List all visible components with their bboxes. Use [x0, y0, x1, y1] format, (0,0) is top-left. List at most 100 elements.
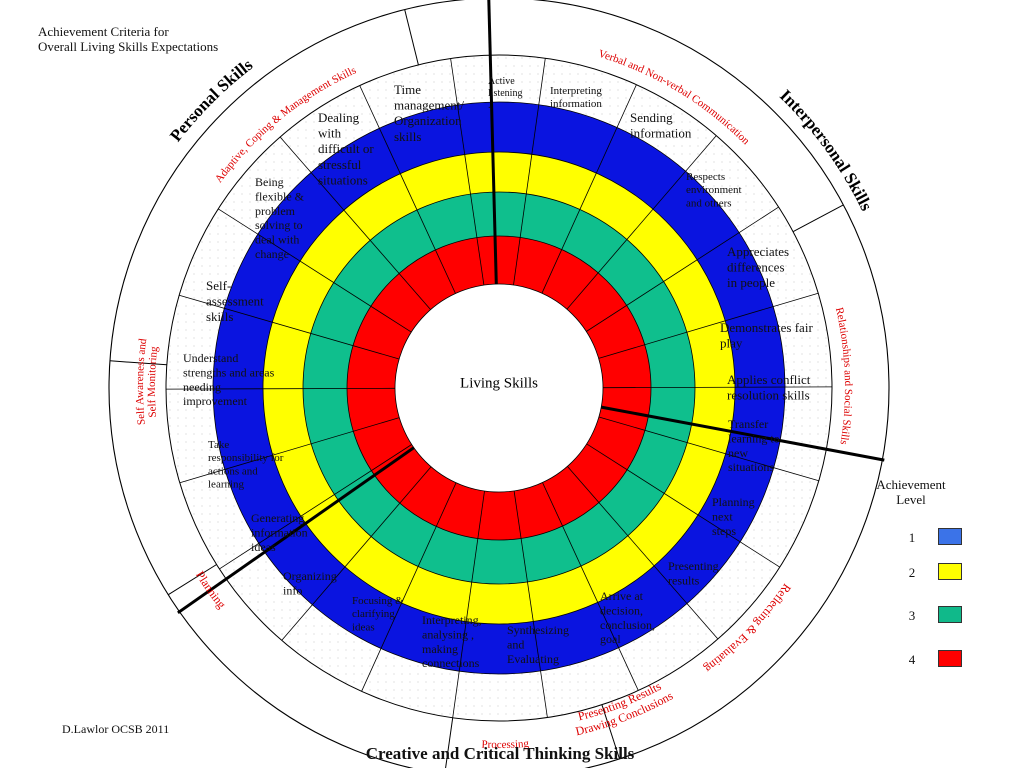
legend-item-level-3: 3: [895, 606, 975, 628]
header-title-line2: Overall Living Skills Expectations: [38, 39, 219, 54]
skill-line: skills: [206, 309, 233, 324]
legend-title-line2: Level: [896, 492, 926, 507]
skill-divider: [219, 444, 412, 570]
skill-line: Understand: [183, 351, 238, 365]
legend-swatch-level-2: [938, 563, 962, 580]
center-label: Living Skills: [460, 375, 538, 391]
skill-line: Dealing: [318, 110, 360, 125]
skill-line: making: [422, 642, 458, 656]
header-title-line1: Achievement Criteria for: [38, 24, 169, 39]
skill-line: resolution skills: [727, 388, 810, 403]
skill-divider: [281, 466, 432, 641]
skill-line: Being: [255, 175, 284, 189]
skill-line: information: [630, 126, 692, 141]
skill-line: stressful: [318, 157, 362, 172]
subcategory-divider: [601, 704, 620, 760]
skill-line: Generating: [251, 511, 304, 525]
skill-line: information: [251, 525, 308, 539]
legend-number: 1: [908, 530, 916, 545]
skill-line: ideas: [251, 540, 276, 554]
skill-line: difficult or: [318, 141, 374, 156]
skill-divider: [598, 416, 819, 482]
skill-line: info: [283, 583, 302, 597]
subcategory-divider: [792, 204, 844, 233]
skill-line: Synthesizing: [507, 623, 569, 637]
divider-lines: [109, 0, 885, 768]
skill-divider: [359, 85, 456, 294]
skill-line: responsibility for: [208, 452, 284, 464]
skill-line: Transfer: [728, 417, 768, 431]
legend-item-level-2: 2: [895, 563, 975, 585]
author-credit: D.Lawlor OCSB 2011: [62, 722, 170, 736]
legend-number: 4: [908, 652, 916, 667]
skill-line: Demonstrates fair: [720, 320, 813, 335]
skill-line: Organization: [394, 113, 462, 128]
skill-line: conclusion,: [600, 618, 655, 632]
skill-line: new: [728, 446, 748, 460]
subcategory-processing: Processing: [481, 738, 530, 751]
skill-line: and: [507, 637, 524, 651]
skill-line: Respects: [686, 171, 725, 183]
legend-swatch-level-3: [938, 606, 962, 623]
skill-line: environment: [686, 184, 742, 196]
skill-line: solving to: [255, 218, 303, 232]
skill-divider: [566, 135, 717, 310]
skill-divider: [165, 387, 396, 390]
skill-line: play: [720, 336, 743, 351]
skill-line: Arrive at: [600, 589, 644, 603]
skill-line: information: [550, 98, 602, 110]
legend-swatch-level-1: [938, 528, 962, 545]
skill-line: decision,: [600, 603, 643, 617]
skill-line: Appreciates: [727, 244, 789, 259]
skill-line: in people: [727, 275, 775, 290]
skill-divider: [279, 136, 431, 310]
skill-divider: [513, 58, 546, 286]
skill-line: next: [712, 509, 733, 523]
skill-line: results: [668, 573, 700, 587]
skill-line: Sending: [630, 110, 673, 125]
skill-line: learning: [208, 479, 245, 491]
skill-line: Interpreting,: [422, 613, 482, 627]
skill-line: .: [488, 100, 491, 111]
skill-divider: [542, 482, 639, 691]
skill-divider: [541, 84, 637, 294]
skill-line: Presenting: [668, 559, 719, 573]
skill-line: with: [318, 126, 342, 141]
legend-number: 2: [908, 565, 916, 580]
skill-line: goal: [600, 632, 621, 646]
skill-line: Organizing: [283, 569, 337, 583]
subcategory-divider: [404, 9, 419, 66]
legend-number: 3: [908, 608, 916, 623]
skill-line: differences: [727, 260, 785, 275]
skill-line: Self-: [206, 278, 231, 293]
skill-line: assessment: [206, 294, 264, 309]
skill-line: Applies conflict: [727, 372, 811, 387]
legend-item-level-4: 4: [895, 650, 975, 672]
legend-item-level-1: 1: [895, 528, 975, 550]
skill-line: Planning: [712, 495, 755, 509]
skill-line: and others: [686, 197, 732, 209]
category-divider: [487, 0, 498, 285]
skill-line: Evaluating: [507, 652, 559, 666]
skill-line: needing: [183, 380, 221, 394]
skill-line: management/: [394, 98, 464, 113]
skill-divider: [598, 292, 819, 359]
category-divider: [600, 405, 885, 462]
legend-title-line1: Achievement: [876, 477, 946, 492]
skill-line: Time: [394, 82, 421, 97]
legend-swatch-level-4: [938, 650, 962, 667]
skill-divider: [567, 466, 719, 640]
